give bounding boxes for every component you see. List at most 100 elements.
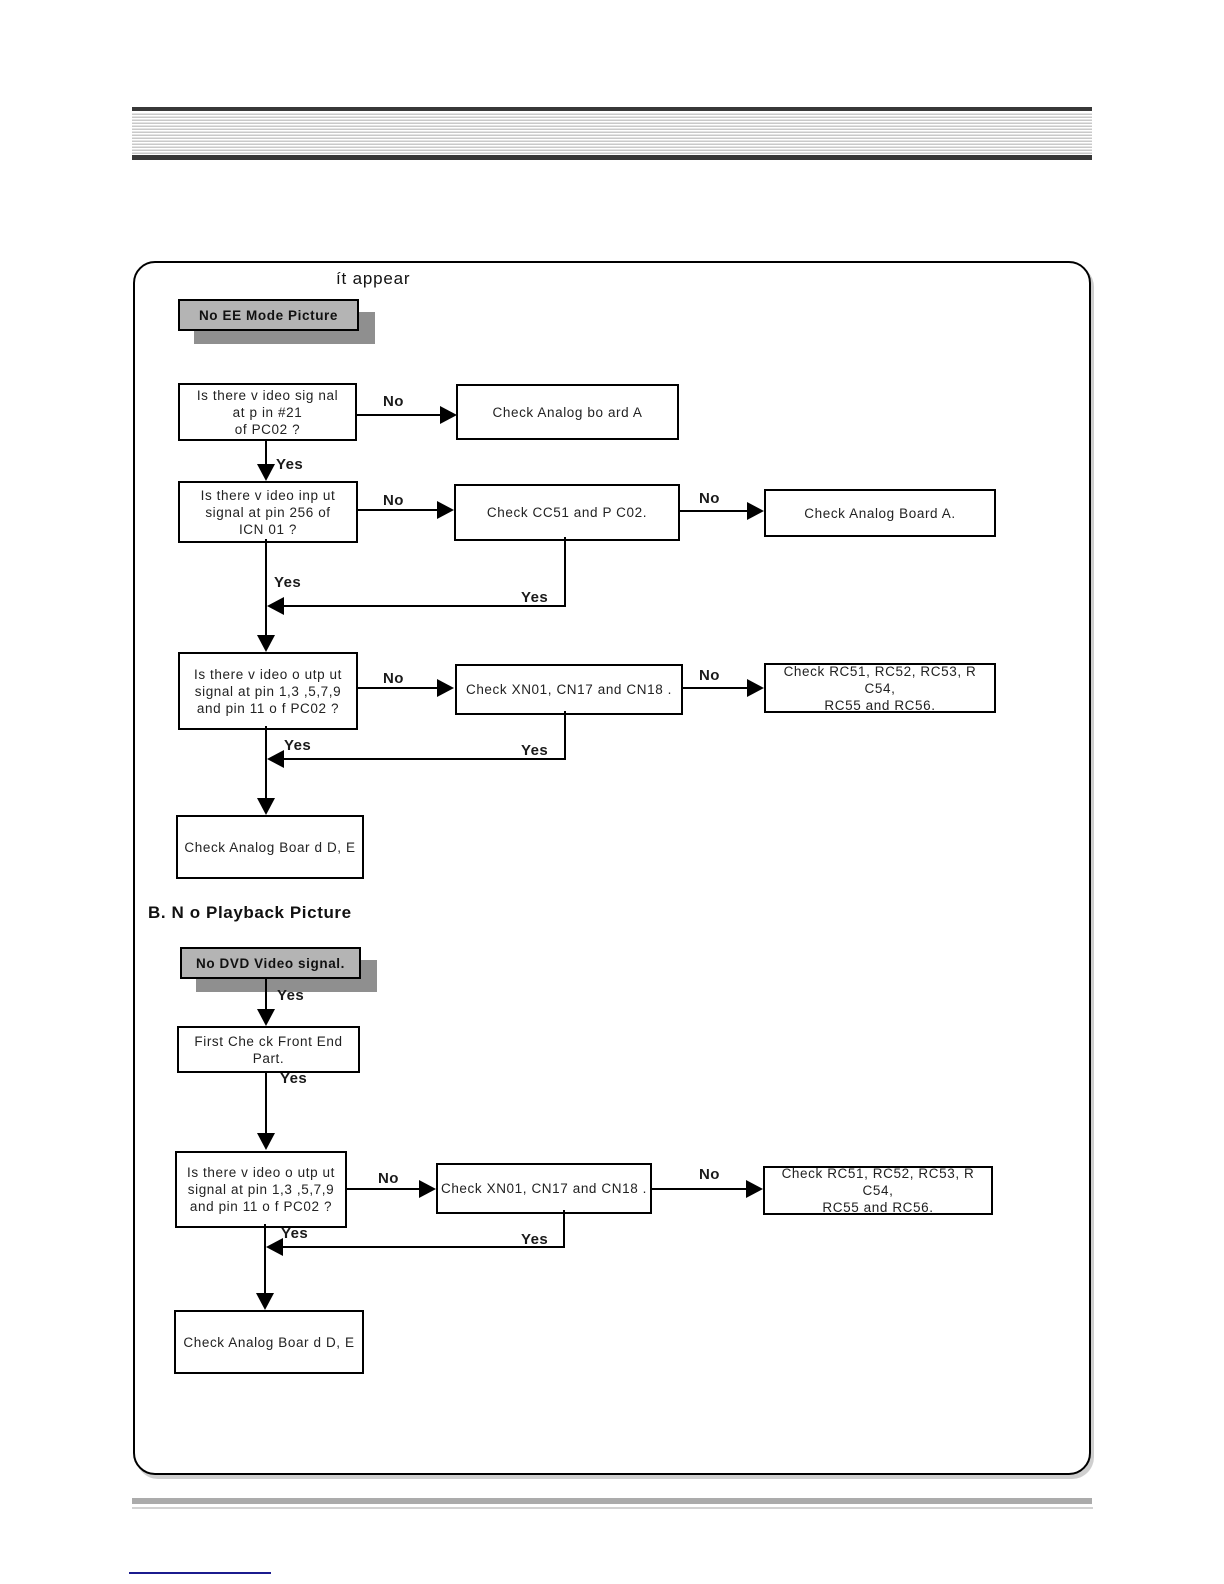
connector-line	[283, 758, 566, 760]
connector-line	[681, 687, 748, 689]
action-text: Check CC51 and P C02.	[486, 505, 648, 520]
branch-label-yes: Yes	[521, 742, 549, 759]
action-text: Check Analog bo ard A	[492, 404, 643, 420]
arrowhead-down-icon	[256, 1293, 274, 1310]
action-text: RC55 and RC56.	[822, 1200, 934, 1215]
action-text: Check Analog Boar d D, E	[184, 839, 356, 855]
action-text: Check Analog Board A.	[804, 505, 956, 521]
decision-line: and pin 11 o f PC02 ?	[189, 1199, 333, 1214]
arrowhead-right-icon	[747, 679, 764, 697]
action-check-cc51-pc02: Check CC51 and P C02.	[454, 484, 680, 541]
connector-line	[564, 537, 566, 607]
branch-label-yes: Yes	[277, 987, 305, 1004]
branch-label-yes: Yes	[281, 1225, 309, 1242]
connector-line	[357, 414, 441, 416]
decision-video-signal-pin21: Is there v ideo sig nal at p in #21 of P…	[178, 383, 357, 441]
footer-navy-rule	[129, 1572, 271, 1574]
connector-line	[265, 539, 267, 636]
arrowhead-right-icon	[746, 1180, 763, 1198]
action-check-analog-board-de-b: Check Analog Boar d D, E	[174, 1310, 364, 1374]
arrowhead-down-icon	[257, 635, 275, 652]
decision-line: signal at pin 256 of	[205, 504, 331, 520]
arrowhead-left-icon	[267, 597, 284, 615]
arrowhead-down-icon	[257, 1009, 275, 1026]
branch-label-yes: Yes	[521, 1231, 549, 1248]
arrowhead-right-icon	[440, 406, 457, 424]
connector-line	[346, 1188, 420, 1190]
action-check-analog-board-a-1: Check Analog bo ard A	[456, 384, 679, 440]
arrowhead-down-icon	[257, 798, 275, 815]
process-first-check-front-end: First Che ck Front End Part.	[177, 1026, 360, 1073]
arrowhead-left-icon	[267, 750, 284, 768]
action-check-xn01-cn17-cn18-b: Check XN01, CN17 and CN18 .	[436, 1163, 652, 1214]
decision-line: at p in #21	[232, 404, 303, 420]
header-bottom-rule	[132, 155, 1092, 160]
connector-line	[650, 1188, 747, 1190]
decision-video-output-pins-b: Is there v ideo o utp ut signal at pin 1…	[175, 1151, 347, 1228]
arrowhead-right-icon	[437, 501, 454, 519]
branch-label-yes: Yes	[521, 589, 549, 606]
branch-label-yes: Yes	[284, 737, 312, 754]
branch-label-yes: Yes	[274, 574, 302, 591]
action-check-rc51-rc56-b: Check RC51, RC52, RC53, R C54, RC55 and …	[763, 1166, 993, 1215]
connector-line	[282, 1246, 565, 1248]
action-text: Check RC51, RC52, RC53, R C54,	[781, 1166, 975, 1198]
decision-line: signal at pin 1,3 ,5,7,9	[194, 683, 342, 699]
decision-video-output-pins: Is there v ideo o utp ut signal at pin 1…	[178, 652, 358, 730]
connector-line	[358, 687, 438, 689]
branch-label-no: No	[699, 490, 720, 507]
decision-line: and pin 11 o f PC02 ?	[196, 700, 340, 716]
branch-label-no: No	[699, 667, 720, 684]
connector-line	[564, 711, 566, 760]
arrowhead-down-icon	[257, 1133, 275, 1150]
connector-line	[265, 726, 267, 800]
decision-line: ICN 01 ?	[238, 521, 298, 537]
header-top-rule	[132, 107, 1092, 111]
connector-line	[265, 1071, 267, 1135]
action-text: Check Analog Boar d D, E	[183, 1334, 355, 1350]
note-it-appear: ít appear	[336, 269, 411, 288]
connector-line	[678, 510, 748, 512]
branch-label-no: No	[699, 1166, 720, 1183]
action-text: Check XN01, CN17 and CN18 .	[440, 1181, 648, 1196]
action-check-xn01-cn17-cn18-a: Check XN01, CN17 and CN18 .	[455, 664, 683, 715]
decision-line: of PC02 ?	[234, 421, 301, 437]
arrowhead-left-icon	[266, 1238, 283, 1256]
process-line: Part.	[252, 1050, 285, 1066]
connector-line	[563, 1210, 565, 1248]
arrowhead-right-icon	[437, 679, 454, 697]
footer-rule	[132, 1498, 1092, 1504]
process-line: First Che ck Front End	[194, 1033, 343, 1049]
action-text: Check RC51, RC52, RC53, R C54,	[783, 663, 977, 696]
connector-line	[358, 509, 438, 511]
connector-line	[283, 605, 566, 607]
decision-line: Is there v ideo inp ut	[200, 487, 336, 503]
connector-line	[265, 977, 267, 1011]
decision-video-input-pin256: Is there v ideo inp ut signal at pin 256…	[178, 481, 358, 543]
arrowhead-down-icon	[257, 464, 275, 481]
branch-label-no: No	[383, 492, 404, 509]
decision-line: Is there v ideo o utp ut	[187, 1165, 335, 1180]
connector-line	[265, 439, 267, 469]
branch-label-yes: Yes	[276, 456, 304, 473]
connector-line	[264, 1224, 266, 1296]
arrowhead-right-icon	[747, 502, 764, 520]
action-check-analog-board-de-a: Check Analog Boar d D, E	[176, 815, 364, 879]
branch-label-no: No	[378, 1170, 399, 1187]
arrowhead-right-icon	[419, 1180, 436, 1198]
start-node-no-ee-mode-picture: No EE Mode Picture	[178, 299, 359, 331]
decision-line: Is there v ideo o utp ut	[194, 666, 342, 682]
branch-label-no: No	[383, 670, 404, 687]
action-check-rc51-rc56-a: Check RC51, RC52, RC53, R C54, RC55 and …	[764, 663, 996, 713]
decision-line: Is there v ideo sig nal	[196, 387, 339, 403]
decision-line: signal at pin 1,3 ,5,7,9	[187, 1182, 335, 1197]
action-text: Check XN01, CN17 and CN18 .	[465, 682, 673, 697]
branch-label-no: No	[383, 393, 404, 410]
footer-thin-rule	[132, 1507, 1093, 1509]
branch-label-yes: Yes	[280, 1070, 308, 1087]
header-stripe-band	[132, 112, 1092, 154]
start-node-no-dvd-video-signal: No DVD Video signal.	[180, 947, 361, 979]
action-text: RC55 and RC56.	[824, 697, 936, 713]
section-b-heading: B. N o Playback Picture	[148, 903, 352, 922]
